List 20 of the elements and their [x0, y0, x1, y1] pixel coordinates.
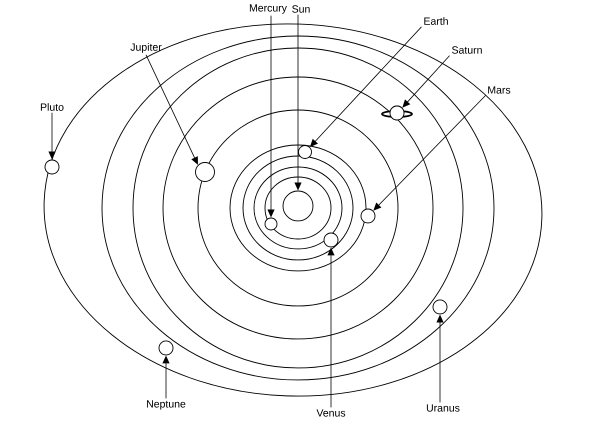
- planet-label: Mercury: [250, 4, 287, 14]
- saturn-drawing: [381, 106, 413, 120]
- planet-circle: [158, 340, 174, 356]
- planet-circle: [195, 162, 215, 182]
- planet-circle: [44, 160, 60, 174]
- planet-label: Mars: [488, 86, 510, 94]
- planet-label: Uranus: [426, 404, 460, 412]
- planet-label: Pluto: [40, 103, 64, 111]
- sun-circle: [282, 190, 314, 222]
- planet-circle: [432, 300, 448, 314]
- planet-circle: [360, 208, 376, 224]
- planet-circle: [298, 145, 312, 159]
- planet-label: Venus: [316, 409, 346, 417]
- planet-label: Saturn: [452, 46, 482, 54]
- planet-circle: [324, 232, 338, 248]
- planet-label: Neptune: [147, 400, 186, 410]
- planet-label: Sun: [292, 5, 310, 13]
- planet-circle: [264, 218, 278, 230]
- planet-label: Jupiter: [130, 43, 162, 53]
- planet-label: Earth: [424, 17, 448, 25]
